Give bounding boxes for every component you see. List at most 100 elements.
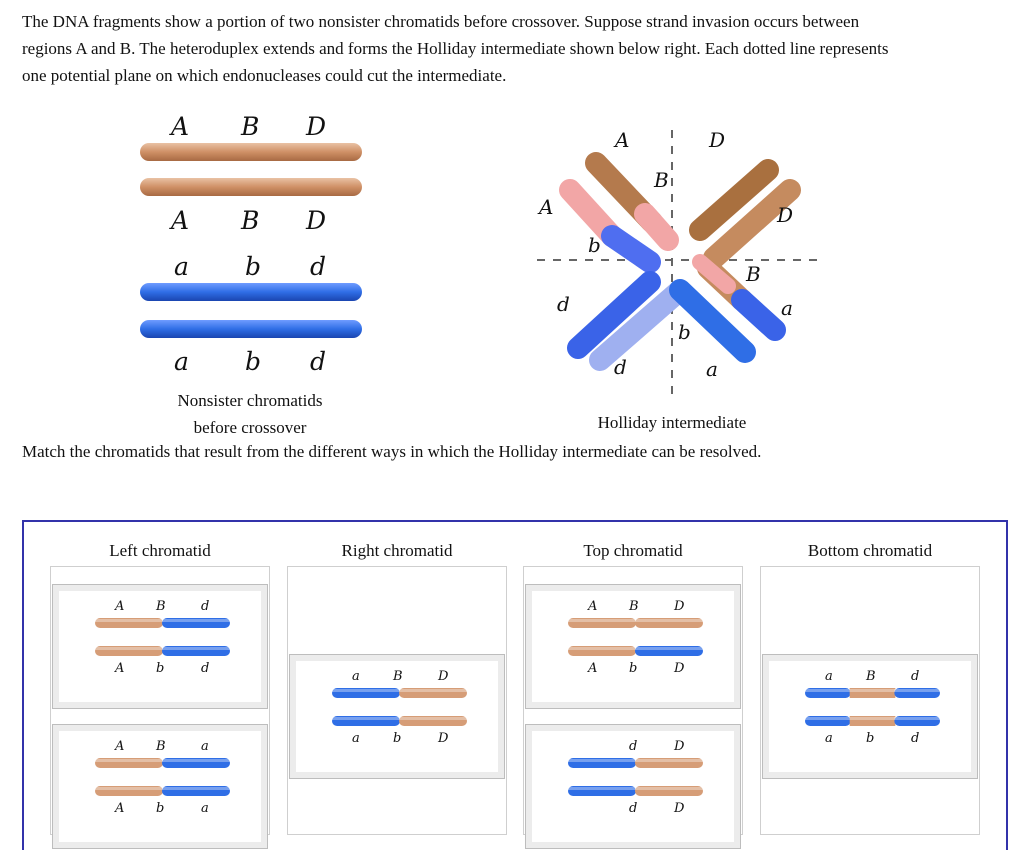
strand-segment (805, 716, 851, 726)
strand-segment (894, 716, 940, 726)
card-label-bottom: D (674, 801, 685, 816)
label-blue-top-b: b (245, 252, 262, 281)
card-label-top: D (674, 599, 685, 614)
card-label-top: A (115, 599, 125, 614)
card-label-top: d (629, 739, 638, 754)
strand-segment (332, 688, 400, 698)
strand-highlight (568, 619, 636, 622)
matching-panel (22, 520, 1008, 850)
column-header-right: Right chromatid (341, 541, 453, 560)
card-label-bottom: b (393, 731, 402, 746)
blue-strand-top (140, 283, 362, 301)
card-label-bottom: d (201, 661, 210, 676)
card-label-bottom: d (911, 731, 920, 746)
card-label-top: B (629, 599, 639, 614)
holliday-label-d-left: d (557, 292, 570, 316)
label-blue-bottom-b: b (245, 347, 262, 376)
holliday-label-b-left: b (588, 233, 601, 257)
strand-highlight (95, 647, 163, 650)
strand-segment (399, 716, 467, 726)
strand-highlight (162, 759, 230, 762)
card-label-bottom: b (156, 661, 165, 676)
card-strands (332, 688, 467, 726)
orange-strand-bottom (140, 178, 362, 196)
instruction-text: Match the chromatids that result from th… (22, 442, 762, 461)
strand-highlight (635, 759, 703, 762)
strand-highlight (635, 787, 703, 790)
strand-segment (635, 786, 703, 796)
card-label-bottom: a (352, 731, 360, 746)
strand-segment (568, 646, 636, 656)
strand-segment (162, 618, 230, 628)
strand-segment (805, 688, 851, 698)
strand-highlight (635, 619, 703, 622)
holliday-label-d-bottom: d (614, 355, 627, 379)
holliday-label-a-right: a (781, 296, 793, 320)
card-label-top: D (674, 739, 685, 754)
holliday-intermediate (537, 130, 820, 400)
card-label-top: d (201, 599, 210, 614)
holliday-label-B-right: B (746, 262, 761, 286)
strand-highlight (332, 689, 400, 692)
card-label-bottom: D (674, 661, 685, 676)
card-label-top: A (115, 739, 125, 754)
card-label-top: D (438, 669, 449, 684)
strand-segment (95, 646, 163, 656)
strand-highlight (162, 787, 230, 790)
strand-segment (568, 618, 636, 628)
holliday-label-b-bottom: b (678, 320, 691, 344)
strand-highlight (635, 647, 703, 650)
strand-highlight (95, 759, 163, 762)
label-orange-top-D: D (306, 112, 327, 141)
label-blue-bottom-a: a (174, 347, 189, 376)
holliday-label-A-left: A (539, 195, 554, 219)
strand-segment (849, 716, 896, 726)
card-label-bottom: A (115, 801, 125, 816)
label-orange-bottom-A: A (171, 206, 190, 235)
holliday-label-a-bottom: a (706, 357, 718, 381)
strand-segment (849, 688, 896, 698)
strand-segment (894, 688, 940, 698)
label-orange-bottom-B: B (241, 206, 260, 235)
strand-highlight (399, 717, 467, 720)
strand-segment (162, 786, 230, 796)
strand-highlight (332, 717, 400, 720)
question-text: The DNA fragments show a portion of two … (22, 8, 997, 89)
holliday-label-B-top: B (654, 168, 669, 192)
caption-holliday: Holliday intermediate (597, 413, 747, 432)
strand-segment (162, 758, 230, 768)
card-label-top: B (393, 669, 403, 684)
column-header-bottom: Bottom chromatid (807, 541, 933, 560)
orange-strand-top (140, 143, 362, 161)
card-label-top: a (352, 669, 360, 684)
card-label-top: d (911, 669, 920, 684)
strand-highlight (95, 787, 163, 790)
strand-highlight (162, 619, 230, 622)
strand-segment (568, 758, 636, 768)
label-orange-top-A: A (171, 112, 190, 141)
strand-highlight (849, 689, 896, 692)
card-strands (568, 758, 703, 796)
strand-highlight (849, 717, 896, 720)
strand-highlight (399, 689, 467, 692)
card-label-top: B (156, 599, 166, 614)
strand-highlight (162, 647, 230, 650)
card-label-bottom: a (201, 801, 209, 816)
strand-segment (568, 786, 636, 796)
label-blue-bottom-d: d (310, 347, 327, 376)
strand-segment (95, 786, 163, 796)
card-label-bottom: A (588, 661, 598, 676)
label-blue-top-d: d (310, 252, 327, 281)
strand-highlight (95, 619, 163, 622)
label-orange-top-B: B (241, 112, 260, 141)
strand-highlight (568, 647, 636, 650)
column-header-left: Left chromatid (109, 541, 211, 560)
strand-segment (332, 716, 400, 726)
strand-highlight (568, 759, 636, 762)
